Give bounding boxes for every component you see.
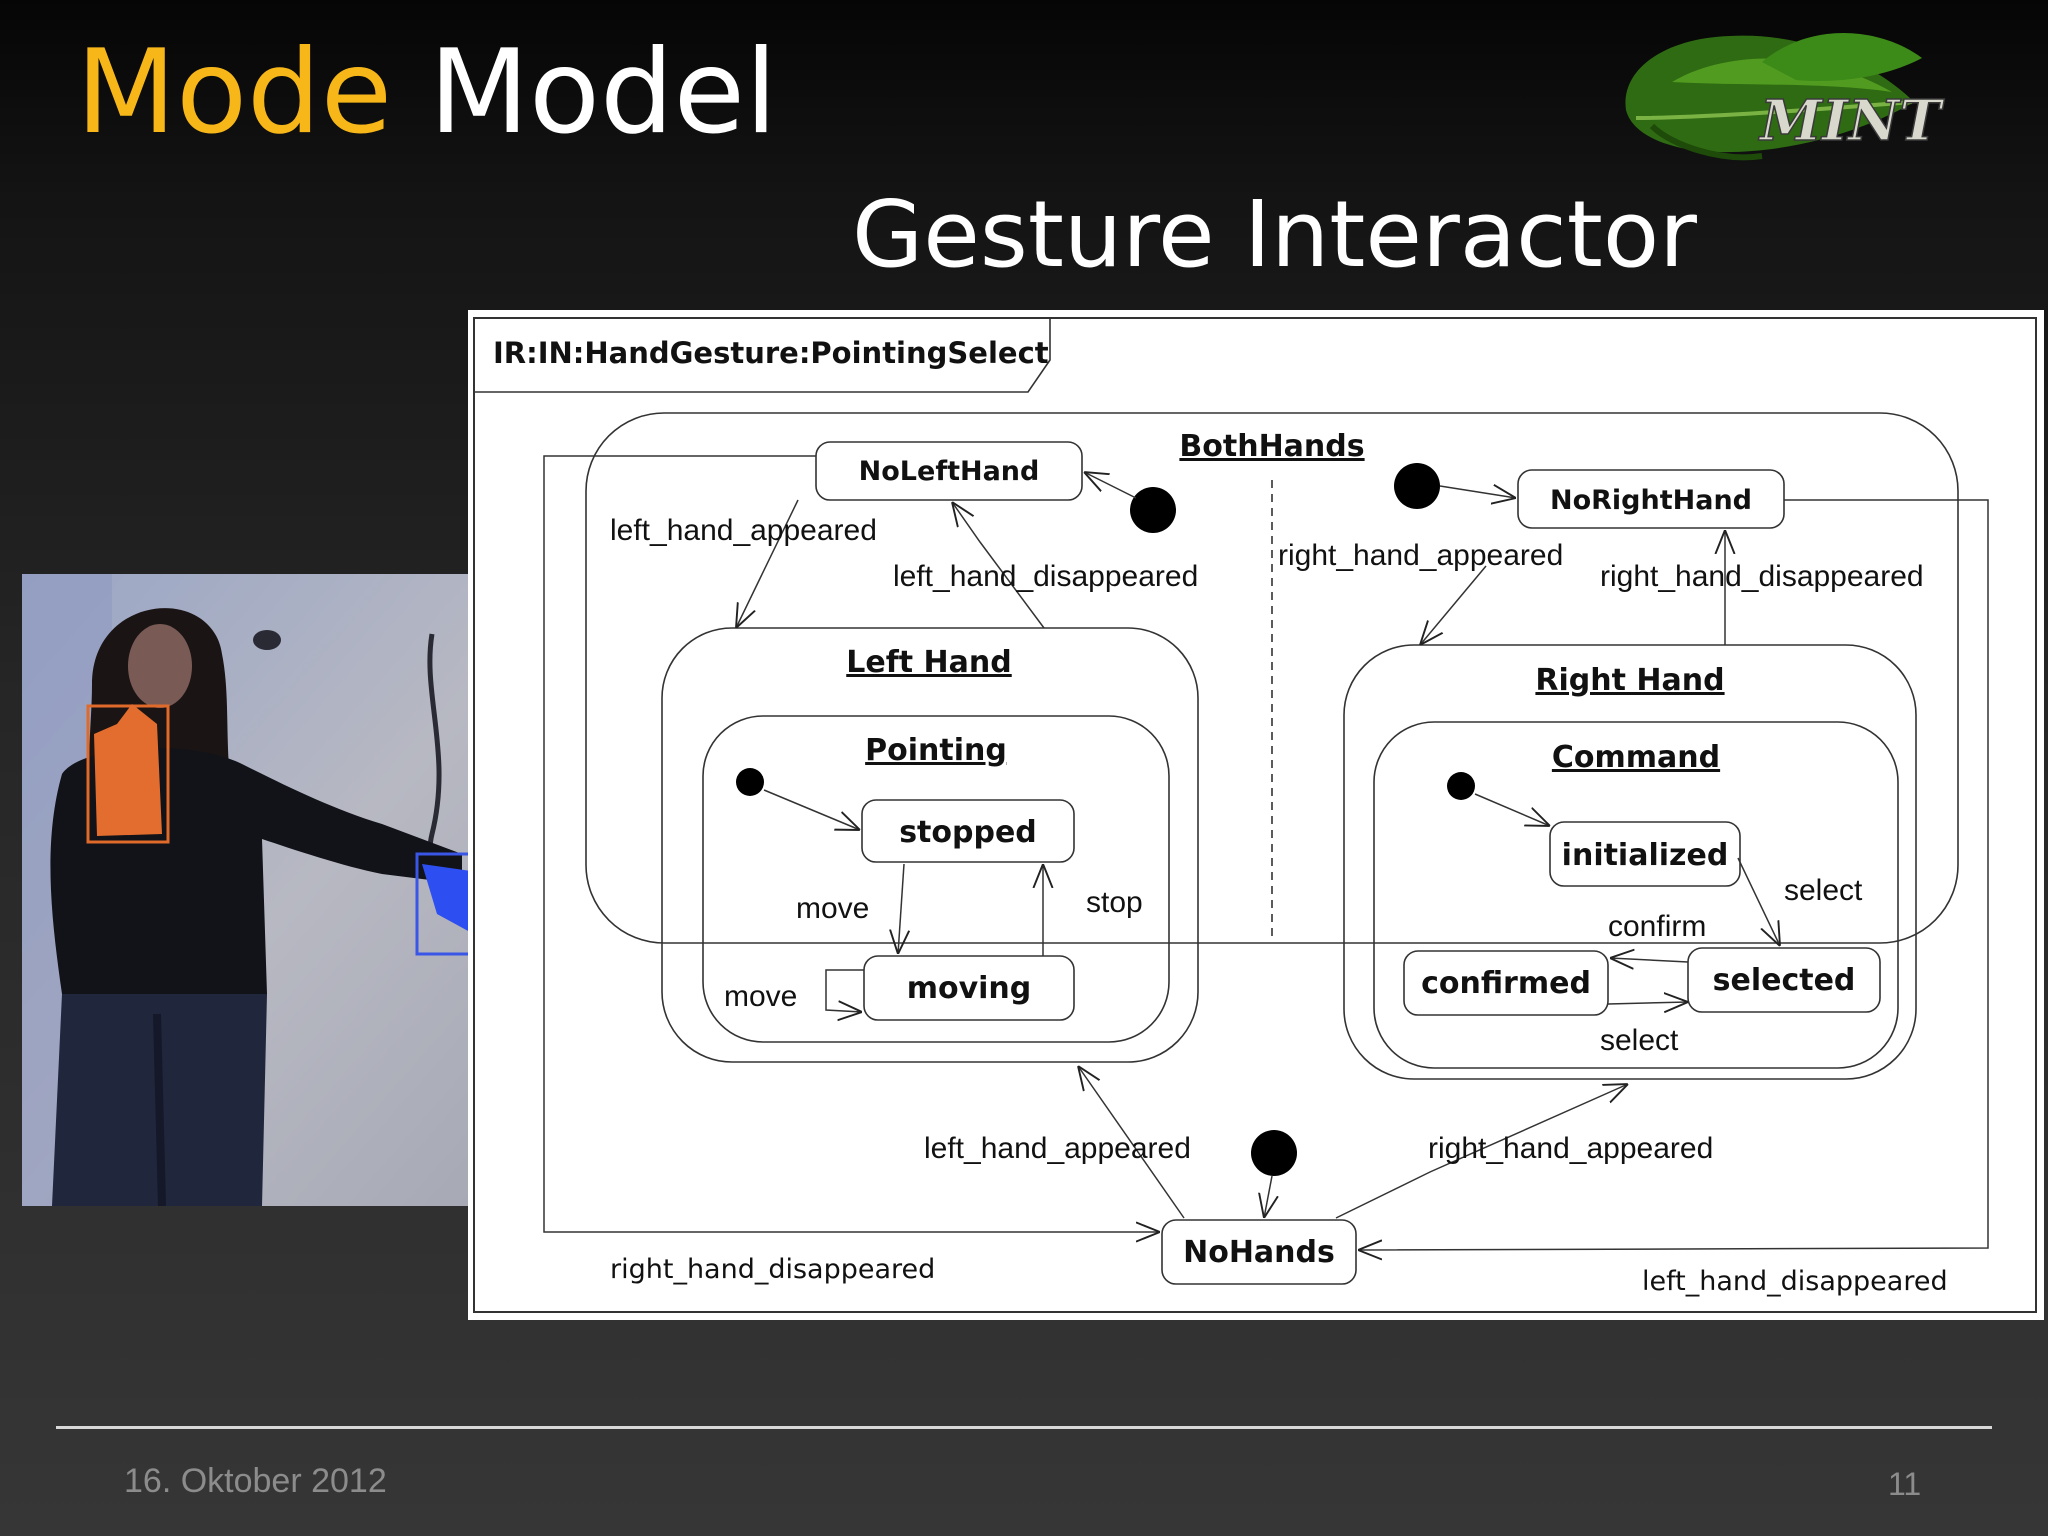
label-left-hand-disappeared-top: left_hand_disappeared <box>893 560 1198 593</box>
initialized-label: initialized <box>1562 838 1729 873</box>
lefthand-container <box>661 627 1199 1063</box>
arrow-init-to-initialized <box>1474 793 1550 826</box>
nolefthand-label: NoLeftHand <box>859 456 1040 487</box>
arrow-init-to-nohands <box>1264 1175 1272 1218</box>
diagram-frame <box>473 317 2037 1313</box>
title-word-model: Model <box>428 25 778 160</box>
arrow-nohands-to-lefthand <box>1078 1066 1185 1219</box>
arrow-moving-self-loop <box>825 969 864 1012</box>
state-diagram: IR:IN:HandGesture:PointingSelect BothHan… <box>468 310 2044 1320</box>
state-norighthand <box>1517 469 1785 529</box>
arrow-lefthand-to-nolefthand <box>952 502 1045 629</box>
arrow-stopped-to-moving <box>898 863 904 954</box>
label-left-hand-disappeared-bottom: left_hand_disappeared <box>1642 1266 1948 1297</box>
selected-label: selected <box>1713 963 1856 998</box>
lefthand-label: Left Hand <box>846 645 1011 680</box>
initial-node-command <box>1447 772 1475 800</box>
label-confirm: confirm <box>1608 910 1706 943</box>
confirmed-label: confirmed <box>1421 966 1591 1001</box>
title-word-mode: Mode <box>76 25 393 160</box>
state-moving <box>863 955 1075 1021</box>
arrow-norighthand-to-righthand <box>1420 565 1487 645</box>
pointing-label: Pointing <box>865 733 1007 768</box>
righthand-label: Right Hand <box>1535 663 1724 698</box>
command-label: Command <box>1552 740 1720 775</box>
initial-node-norighthand <box>1394 463 1440 509</box>
righthand-container <box>1343 644 1917 1080</box>
state-initialized <box>1549 821 1741 887</box>
moving-label: moving <box>907 971 1032 1006</box>
arrow-initialized-to-selected <box>1737 857 1780 946</box>
arrow-init-to-stopped <box>763 789 860 830</box>
mint-logo: MINT <box>1625 32 1946 161</box>
initial-node-pointing <box>736 768 764 796</box>
arrow-norighthand-to-nohands <box>1358 499 1989 1250</box>
arrow-selected-to-confirmed <box>1610 958 1689 962</box>
label-move-2: move <box>724 980 797 1013</box>
arrow-nolefthand-to-lefthand <box>736 499 799 628</box>
label-left-hand-appeared-bottom: left_hand_appeared <box>924 1132 1191 1165</box>
frame-tab <box>474 317 1051 393</box>
state-confirmed <box>1403 950 1609 1016</box>
slide-title: Mode Model <box>76 28 777 158</box>
slide-subtitle: Gesture Interactor <box>852 181 1697 288</box>
arrow-confirmed-to-selected <box>1607 1002 1688 1004</box>
arrow-init-to-norighthand <box>1439 486 1516 498</box>
bothhands-label: BothHands <box>1179 429 1364 464</box>
label-right-hand-appeared-top: right_hand_appeared <box>1278 539 1563 572</box>
command-container <box>1373 721 1899 1069</box>
nohands-label: NoHands <box>1183 1235 1335 1270</box>
label-select-1: select <box>1784 874 1863 907</box>
arrow-nohands-to-righthand <box>1335 1084 1628 1219</box>
arrow-nolefthand-to-nohands <box>543 455 1160 1232</box>
stopped-label: stopped <box>899 815 1037 850</box>
label-left-hand-appeared-top: left_hand_appeared <box>610 514 877 547</box>
pointing-container <box>702 715 1170 1043</box>
arrow-init-to-nolefthand <box>1084 472 1137 499</box>
initial-node-nolefthand <box>1130 487 1176 533</box>
mint-logo-text: MINT <box>1758 88 1945 154</box>
footer-date: 16. Oktober 2012 <box>124 1462 387 1500</box>
state-stopped <box>861 799 1075 863</box>
label-move-1: move <box>796 892 869 925</box>
label-stop: stop <box>1086 886 1143 919</box>
norighthand-label: NoRightHand <box>1550 485 1752 516</box>
label-right-hand-disappeared-bottom: right_hand_disappeared <box>610 1254 935 1285</box>
label-right-hand-appeared-bottom: right_hand_appeared <box>1428 1132 1713 1165</box>
mint-leaf-icon <box>1625 32 1922 161</box>
state-selected <box>1687 947 1881 1013</box>
label-right-hand-disappeared-top: right_hand_disappeared <box>1600 560 1924 593</box>
footer-divider <box>56 1426 1992 1429</box>
initial-node-nohands <box>1251 1130 1297 1176</box>
frame-label: IR:IN:HandGesture:PointingSelect <box>493 336 1049 370</box>
page-number: 11 <box>1888 1466 1922 1502</box>
bothhands-container <box>585 412 1959 944</box>
label-select-2: select <box>1600 1024 1679 1057</box>
